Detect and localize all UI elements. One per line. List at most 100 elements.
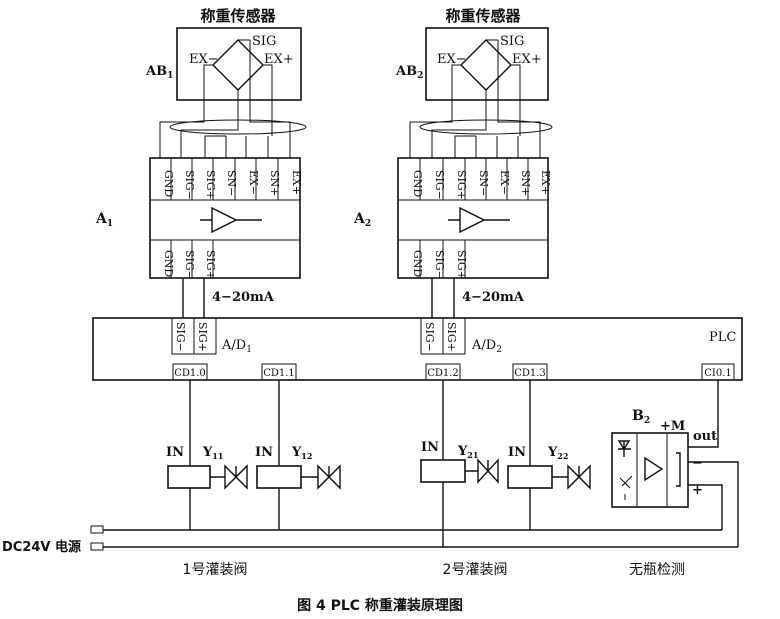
op-amp-icon: [448, 206, 510, 234]
a1-terminal-sig-minus: SIG−: [183, 170, 196, 200]
valve-y12: IN Y12: [255, 445, 341, 530]
a2-terminal-sn-plus: SN+: [519, 170, 532, 196]
bottle-detector: B2 +M out − +: [611, 380, 739, 547]
svg-text:AB1: AB1: [145, 64, 173, 81]
detector-out: out: [693, 429, 717, 444]
sensor-1-sig: SIG: [252, 34, 276, 49]
ad1-sig-minus: SIG−: [174, 322, 187, 352]
sensor-1-ex-plus: EX+: [264, 52, 294, 67]
a1-out-gnd: GND: [162, 250, 175, 277]
amplifier-2-symbol: [448, 206, 510, 234]
valve-y12-sub: 12: [301, 451, 312, 461]
sensor-2-ex-minus: EX−: [437, 52, 467, 67]
sensor-2-ex-plus: EX+: [512, 52, 542, 67]
ad1-label-sub: 1: [246, 345, 252, 355]
power-terminal-top: [90, 525, 104, 534]
sensor-2-sig: SIG: [500, 34, 524, 49]
sensor-2-label: AB: [395, 64, 417, 79]
valve-y11-coil: [167, 465, 211, 489]
detector-minus: −: [692, 456, 703, 471]
group-label-valve-2: 2号灌装阀: [443, 562, 508, 578]
svg-text:Y11: Y11: [202, 445, 223, 461]
detector-switch-icon: [676, 452, 681, 487]
ad2-label-sub: 2: [496, 345, 502, 355]
valve-y22-sub: 22: [557, 451, 568, 461]
light-emitter-icon: [617, 440, 631, 457]
a2-terminal-gnd: GND: [411, 170, 424, 197]
weighing-sensor-2: 称重传感器 AB2 SIG EX− EX+: [395, 7, 553, 160]
figure-caption: 图 4 PLC 称重灌装原理图: [297, 597, 463, 614]
a2-terminal-ex-minus: EX−: [498, 170, 511, 195]
ad1-sig-plus: SIG+: [196, 322, 209, 352]
valve-y21: IN Y21: [420, 440, 499, 547]
svg-text:A/D2: A/D2: [471, 338, 502, 355]
valve-y21-sub: 21: [467, 450, 478, 460]
valve-y11-label: Y: [202, 445, 213, 460]
valve-y11-sub: 11: [212, 451, 223, 461]
plc-box: [92, 317, 743, 381]
detector-label: B: [632, 408, 644, 424]
a2-out-sig-minus: SIG−: [433, 250, 446, 280]
detector-label-sub: 2: [644, 416, 650, 426]
valve-y21-label: Y: [457, 444, 468, 459]
amplifier-1-label: A: [95, 211, 108, 227]
valve-y12-label: Y: [291, 445, 302, 460]
sensor-1-ex-minus: EX−: [189, 52, 219, 67]
power-label: DC24V 电源: [2, 539, 81, 555]
ad2-label: A/D: [471, 338, 496, 353]
amplifier-2: GND SIG− SIG+ SN− EX− SN+ EX+ GND SIG− S…: [353, 157, 552, 280]
op-amp-icon: [200, 206, 262, 234]
port-cd1-2-label: CD1.2: [427, 368, 459, 379]
group-label-detector: 无瓶检测: [629, 562, 685, 578]
ad1-label: A/D: [221, 338, 246, 353]
sensor-1-title: 称重传感器: [200, 7, 276, 25]
ad2-sig-plus: SIG+: [445, 322, 458, 352]
sensor-2-title: 称重传感器: [445, 7, 521, 25]
detector-amp-icon: [644, 456, 664, 482]
plc-label: PLC: [709, 330, 736, 345]
amplifier-2-top-terminals: GND SIG− SIG+ SN− EX− SN+ EX+: [411, 158, 552, 200]
svg-text:Y12: Y12: [291, 445, 312, 461]
a2-terminal-sig-plus: SIG+: [455, 170, 468, 200]
valve-y11: IN Y11: [166, 445, 248, 530]
amplifier-1-top-terminals: GND SIG− SIG+ SN− EX− SN+ EX+: [162, 158, 303, 200]
ad2-sig-minus: SIG−: [423, 322, 436, 352]
amplifier-1-box: [149, 157, 301, 279]
valve-y22: IN Y22: [507, 445, 591, 530]
amplifier-2-label-sub: 2: [365, 219, 371, 229]
a1-terminal-sn-plus: SN+: [268, 170, 281, 196]
svg-text:A/D1: A/D1: [221, 338, 252, 355]
valve-y11-in: IN: [166, 445, 184, 460]
amplifier-1-symbol: [200, 206, 262, 234]
svg-text:A1: A1: [95, 211, 113, 229]
detector-plus-m: +M: [660, 419, 685, 434]
amplifier-2-label: A: [353, 211, 366, 227]
shielded-cable-1: [169, 119, 307, 135]
amplifier-1: GND SIG− SIG+ SN− EX− SN+ EX+ GND SIG− S…: [95, 157, 303, 280]
current-label-1: 4−20mA: [212, 290, 275, 305]
output-wires: [189, 380, 531, 466]
port-ci0-1-label: CI0.1: [704, 368, 732, 379]
a1-terminal-ex-plus: EX+: [290, 170, 303, 195]
a2-terminal-ex-plus: EX+: [539, 170, 552, 195]
a1-out-sig-plus: SIG+: [204, 250, 217, 280]
power-rails: DC24V 电源: [2, 525, 738, 555]
a2-out-gnd: GND: [411, 250, 424, 277]
svg-text:Y22: Y22: [547, 445, 568, 461]
light-receiver-icon: [619, 475, 633, 500]
a1-out-sig-minus: SIG−: [183, 250, 196, 280]
valve-y21-coil: [420, 459, 466, 483]
sensor-1-label-sub: 1: [167, 71, 173, 81]
amplifier-1-label-sub: 1: [107, 219, 113, 229]
valve-y12-in: IN: [255, 445, 273, 460]
svg-text:Y21: Y21: [457, 444, 478, 460]
plc-unit: PLC SIG− SIG+ A/D1 SIG− SIG+ A/D2 CD1.0 …: [92, 317, 743, 381]
a1-terminal-gnd: GND: [162, 170, 175, 197]
sensor-2-label-sub: 2: [417, 71, 423, 81]
a2-terminal-sig-minus: SIG−: [433, 170, 446, 200]
valve-y21-icon: [465, 458, 499, 484]
valve-y22-coil: [507, 465, 553, 489]
valve-y22-label: Y: [547, 445, 558, 460]
a2-out-sig-plus: SIG+: [455, 250, 468, 280]
